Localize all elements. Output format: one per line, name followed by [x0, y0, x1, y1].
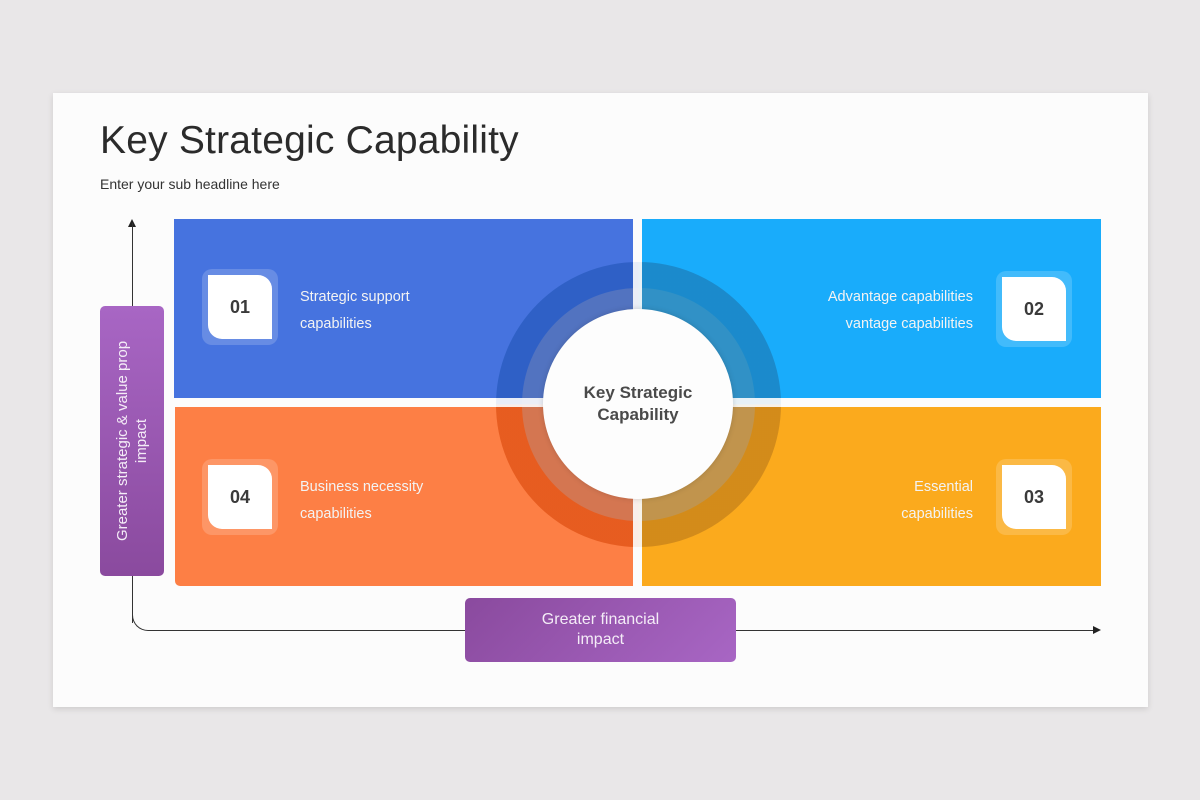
quadrant-text-line2: vantage capabilities: [845, 316, 973, 332]
y-axis-label-line2: impact: [133, 418, 151, 464]
quadrant-text-line1: Essential: [914, 479, 973, 495]
center-label: Key Strategic Capability: [584, 382, 693, 426]
quadrant-text: Strategic support capabilities: [300, 284, 410, 338]
quadrant-text: Advantage capabilities vantage capabilit…: [828, 284, 973, 338]
badge-number: 02: [1002, 277, 1066, 341]
number-badge: 04: [202, 459, 278, 535]
quadrant-text-line1: Strategic support: [300, 289, 410, 305]
badge-number: 01: [208, 275, 272, 339]
number-badge: 02: [996, 271, 1072, 347]
center-label-line1: Key Strategic: [583, 383, 693, 402]
center-circle: Key Strategic Capability: [543, 309, 733, 499]
y-axis-label-line1: Greater strategic & value prop: [114, 340, 132, 542]
quadrant-text-line2: capabilities: [300, 316, 372, 332]
quadrant-text-line2: capabilities: [901, 506, 973, 522]
x-axis-label: Greater financial impact: [465, 598, 736, 662]
badge-number: 04: [208, 465, 272, 529]
x-axis-arrow-icon: [1093, 626, 1101, 634]
quadrant-text: Essential capabilities: [901, 474, 973, 528]
number-badge: 03: [996, 459, 1072, 535]
badge-number: 03: [1002, 465, 1066, 529]
y-axis-label-text: Greater strategic & value prop impact: [113, 341, 151, 541]
x-axis-label-line1: Greater financial: [541, 611, 660, 628]
quadrant-text-line2: capabilities: [300, 506, 372, 522]
quadrant-text: Business necessity capabilities: [300, 474, 423, 528]
quadrant-text-line1: Business necessity: [300, 479, 424, 495]
quadrant-text-line1: Advantage capabilities: [827, 289, 973, 305]
slide-subtitle: Enter your sub headline here: [100, 176, 280, 192]
slide-title: Key Strategic Capability: [100, 119, 519, 162]
slide: Key Strategic Capability Enter your sub …: [53, 93, 1148, 707]
axis-corner: [132, 608, 154, 631]
number-badge: 01: [202, 269, 278, 345]
x-axis-label-line2: impact: [576, 631, 625, 648]
y-axis-label: Greater strategic & value prop impact: [100, 306, 164, 576]
center-label-line2: Capability: [597, 405, 679, 424]
